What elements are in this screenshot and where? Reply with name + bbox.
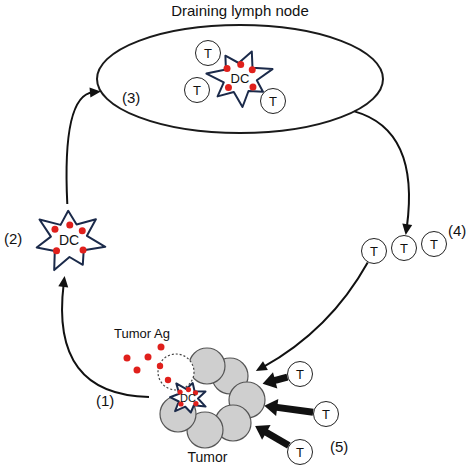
tumor-label: Tumor xyxy=(145,449,270,465)
cell-label: T xyxy=(362,239,386,263)
arrow-head xyxy=(263,372,278,388)
antigen-dot xyxy=(66,221,73,228)
antigen-dot xyxy=(157,363,163,369)
t-cell: T xyxy=(287,439,313,465)
cell-label: DC xyxy=(166,378,210,418)
dendritic-cell: DC xyxy=(166,378,210,418)
tumor-cells xyxy=(145,345,270,467)
arrow-line xyxy=(271,377,287,381)
cycle-arrow xyxy=(354,111,412,235)
cell-label: T xyxy=(185,78,209,102)
antigen-dot xyxy=(80,247,87,254)
arrow-line xyxy=(273,407,313,412)
dendritic-cell: DC xyxy=(30,204,108,276)
t-cell: T xyxy=(361,238,387,264)
arrow-head xyxy=(58,276,68,288)
cell-label: T xyxy=(288,440,312,464)
antigen-dot xyxy=(249,66,256,73)
arrow-line xyxy=(67,92,94,204)
cell-label: T xyxy=(314,402,338,426)
antigen-dot xyxy=(224,65,231,72)
antigen-dot xyxy=(237,61,244,68)
cell-label: T xyxy=(196,41,220,65)
attack-arrow xyxy=(264,399,313,416)
cycle-arrow xyxy=(256,262,368,371)
antigen-dot xyxy=(79,227,86,234)
t-cell: T xyxy=(421,231,447,257)
antigen-dot xyxy=(249,83,256,90)
antigen-dot xyxy=(53,247,60,254)
t-cell: T xyxy=(391,235,417,261)
cell-label: T xyxy=(422,232,446,256)
cell-label: T xyxy=(261,89,285,113)
arrow-line xyxy=(263,431,289,446)
attack-arrow xyxy=(263,372,288,388)
antigen-label: Tumor Ag xyxy=(114,326,170,341)
arrow-head xyxy=(90,88,101,98)
cell-label: DC xyxy=(30,204,108,276)
tumor-cell xyxy=(189,348,225,384)
antigen-dot xyxy=(134,367,141,374)
cycle-arrow xyxy=(58,276,149,397)
antigen-dot xyxy=(158,344,165,351)
arrow-head xyxy=(256,361,268,371)
callout-number: (4) xyxy=(448,222,466,239)
antigen-dot xyxy=(165,377,171,383)
t-cell: T xyxy=(313,401,339,427)
cycle-arrow xyxy=(67,88,101,205)
arrow-line xyxy=(354,111,409,227)
cell-label: T xyxy=(288,362,312,386)
arrow-line xyxy=(263,262,368,367)
tumor-mass: Tumor DC xyxy=(145,345,270,467)
t-cell: T xyxy=(184,77,210,103)
callout-number: (1) xyxy=(96,392,114,409)
callout-number: (3) xyxy=(122,89,140,106)
cell-label: T xyxy=(392,236,416,260)
t-cell: T xyxy=(287,361,313,387)
t-cell: T xyxy=(260,88,286,114)
node-title: Draining lymph node xyxy=(95,2,385,19)
arrow-head xyxy=(255,425,271,440)
lymph-node: Draining lymph nodeDCTTT xyxy=(95,0,385,136)
antigen-dot xyxy=(51,226,58,233)
attack-arrow xyxy=(255,425,289,445)
antigen-dot xyxy=(145,354,152,361)
t-cell: T xyxy=(195,40,221,66)
callout-number: (5) xyxy=(330,438,348,455)
antigen-dot xyxy=(186,387,191,392)
arrow-head xyxy=(402,224,412,236)
arrow-head xyxy=(264,399,278,416)
lymph-node-ellipse xyxy=(97,25,383,133)
callout-number: (2) xyxy=(4,230,22,247)
arrow-line xyxy=(62,284,149,397)
antigen-dot xyxy=(124,355,131,362)
